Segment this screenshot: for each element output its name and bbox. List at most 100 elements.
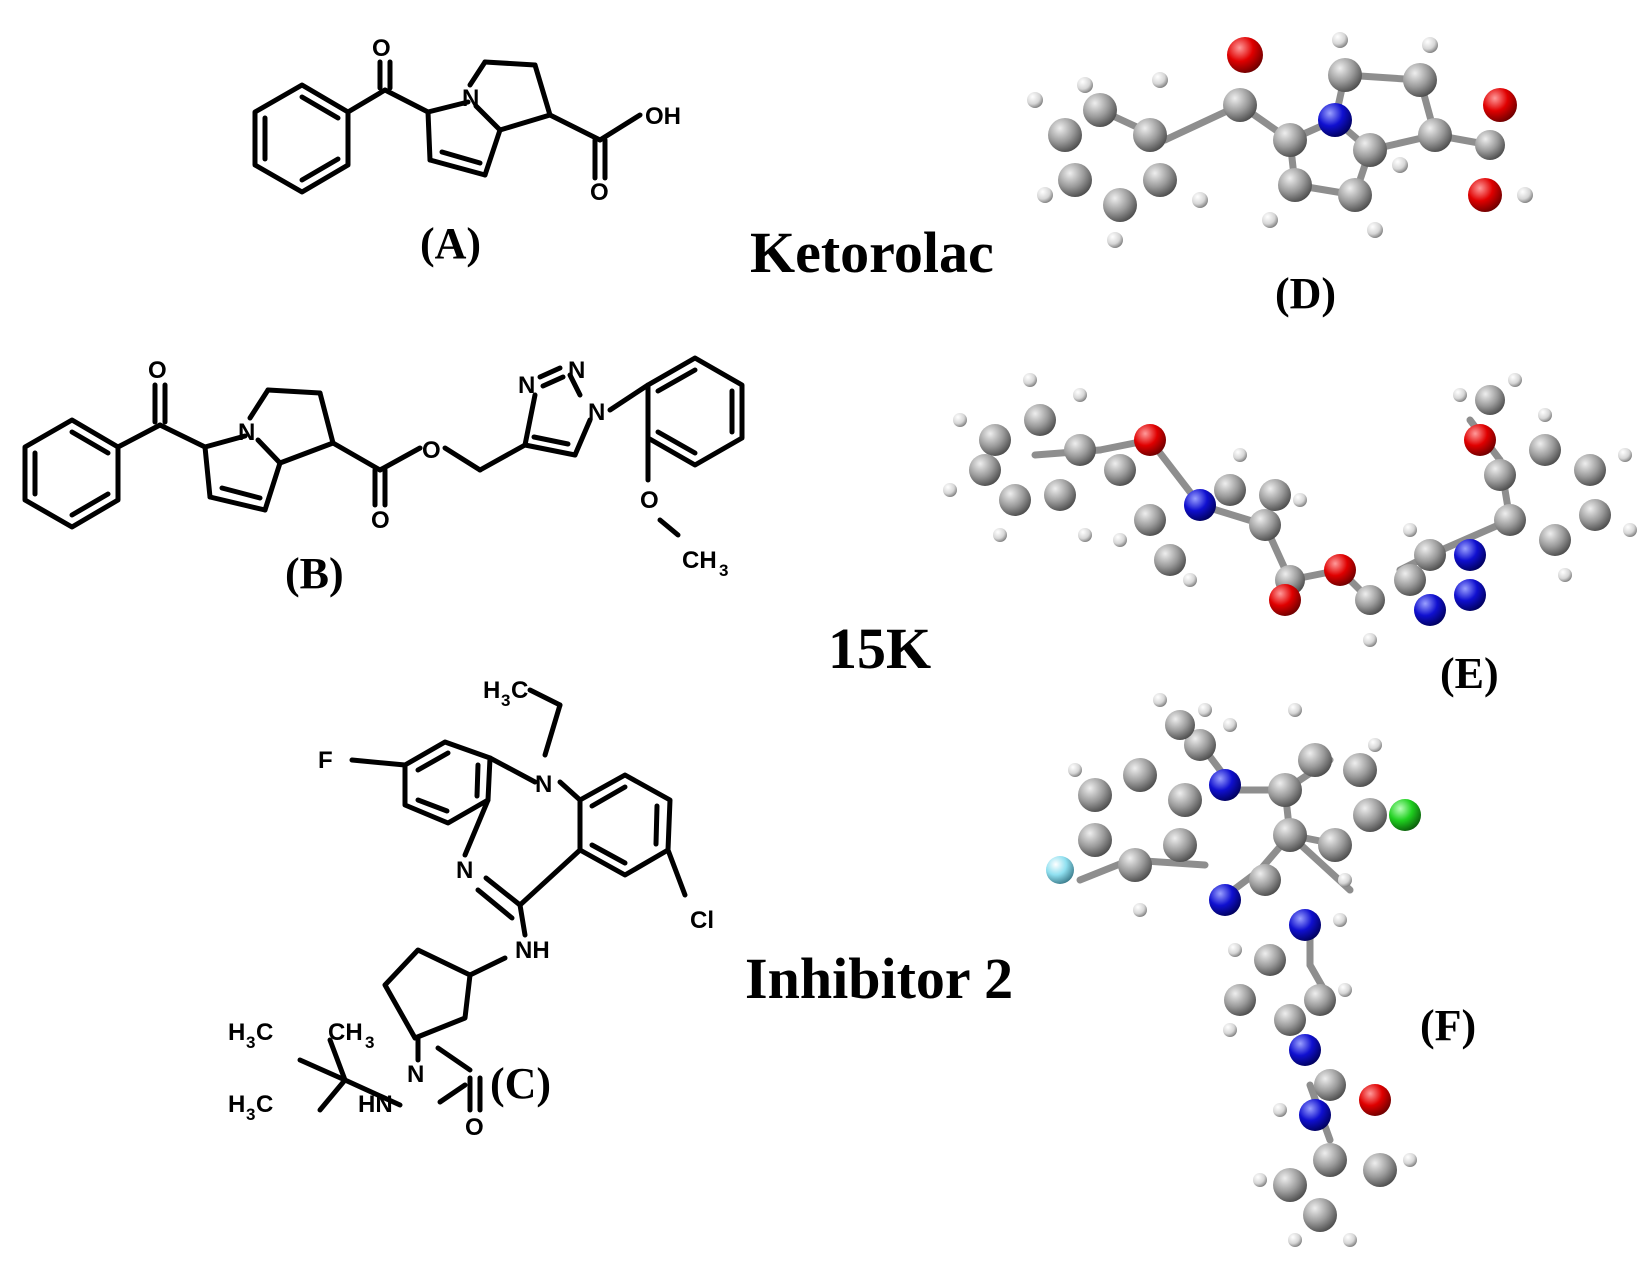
nitrogen-atom-d bbox=[1318, 103, 1352, 137]
atom-label: 3 bbox=[246, 1033, 255, 1052]
hydrogen-atoms-d bbox=[1027, 32, 1533, 248]
hydrogen-atoms-e bbox=[943, 373, 1637, 647]
atom-label: N bbox=[588, 399, 605, 426]
atom-label: HN bbox=[358, 1091, 393, 1118]
benzene-ring-e bbox=[969, 404, 1096, 516]
carbon-atom bbox=[1418, 118, 1452, 152]
methoxyphenyl-ring-e bbox=[1484, 434, 1611, 556]
carbon-atom bbox=[1214, 474, 1246, 506]
molecule-name-ketorolac: Ketorolac bbox=[750, 220, 994, 285]
carbon-atom bbox=[1355, 585, 1385, 615]
atom-label: 3 bbox=[719, 561, 728, 580]
molecule-name-15k: 15K bbox=[828, 616, 931, 681]
carbon-atom bbox=[1249, 509, 1281, 541]
carbon-atom bbox=[1314, 1069, 1346, 1101]
atom-label: Cl bbox=[690, 907, 714, 934]
carbonyl-carbon-d bbox=[1223, 88, 1257, 122]
panel-label-c: (C) bbox=[490, 1059, 551, 1108]
nitrogen-atom-e bbox=[1454, 539, 1486, 571]
panel-label-e: (E) bbox=[1440, 649, 1499, 698]
chlorophenyl-ring-f bbox=[1268, 743, 1387, 862]
structure-a-ketorolac: O N OH O bbox=[252, 35, 681, 206]
atom-label: C bbox=[256, 1019, 273, 1046]
model-e-15k-3d bbox=[943, 373, 1637, 647]
atom-label: H bbox=[228, 1091, 245, 1118]
carbon-atom bbox=[1328, 58, 1362, 92]
atom-label: O bbox=[465, 1114, 484, 1141]
atom-label: NH bbox=[515, 937, 550, 964]
carbon-atom bbox=[1394, 564, 1426, 596]
oxygen-atom-e bbox=[1269, 584, 1301, 616]
carbon-atom bbox=[1154, 544, 1186, 576]
atom-label: N bbox=[456, 857, 473, 884]
atom-label: N bbox=[462, 85, 479, 112]
structure-c-inhibitor-2: H 3 C F N N NH Cl N HN O H 3 C CH 3 H 3 … bbox=[228, 677, 714, 1141]
atom-label: C bbox=[511, 677, 528, 704]
carbon-atom bbox=[1278, 168, 1312, 202]
atom-label: CH bbox=[682, 547, 717, 574]
benzene-ring-d bbox=[1048, 93, 1177, 222]
carbon-atom bbox=[1259, 479, 1291, 511]
tert-butyl-group-f bbox=[1273, 1143, 1397, 1232]
chlorine-atom-f bbox=[1389, 799, 1421, 831]
carbon-atom bbox=[1134, 504, 1166, 536]
atom-label: O bbox=[640, 487, 659, 514]
atom-label: C bbox=[256, 1091, 273, 1118]
atom-label: 3 bbox=[501, 691, 510, 710]
model-f-inhibitor-2-3d bbox=[1046, 693, 1421, 1247]
carbon-atom bbox=[1475, 385, 1505, 415]
pyrrolidine-ring-f bbox=[1224, 944, 1336, 1036]
nitrogen-atom-f bbox=[1299, 1099, 1331, 1131]
panel-label-f: (F) bbox=[1420, 1001, 1476, 1050]
model-d-ketorolac-3d bbox=[1027, 32, 1533, 248]
atom-label: OH bbox=[645, 103, 681, 130]
fluorine-atom-f bbox=[1046, 856, 1074, 884]
oxygen-atom-e bbox=[1464, 424, 1496, 456]
atom-label: N bbox=[238, 419, 255, 446]
atom-label: O bbox=[148, 357, 167, 384]
carbon-atom bbox=[1273, 123, 1307, 157]
carbon-atom bbox=[1338, 178, 1372, 212]
atom-label: CH bbox=[328, 1019, 363, 1046]
atom-label: N bbox=[568, 357, 585, 384]
nitrogen-atom-f bbox=[1209, 769, 1241, 801]
atom-label: O bbox=[590, 179, 609, 206]
oxygen-atom-e bbox=[1134, 424, 1166, 456]
atom-label: H bbox=[228, 1019, 245, 1046]
atom-label: N bbox=[535, 771, 552, 798]
panel-label-a: (A) bbox=[420, 219, 481, 268]
nitrogen-atom-e bbox=[1414, 594, 1446, 626]
nitrogen-atom-f bbox=[1289, 909, 1321, 941]
atom-label: 3 bbox=[365, 1033, 374, 1052]
molecule-name-inhibitor-2: Inhibitor 2 bbox=[745, 946, 1013, 1011]
carbonyl-carbon-e bbox=[1104, 454, 1136, 486]
carbon-atom bbox=[1403, 63, 1437, 97]
oxygen-atom-d bbox=[1468, 178, 1502, 212]
fluorophenyl-ring-f bbox=[1078, 758, 1202, 882]
oxygen-atom-f bbox=[1359, 1084, 1391, 1116]
carbon-atom bbox=[1184, 729, 1216, 761]
oxygen-atom-d bbox=[1227, 37, 1263, 73]
hydrogen-atoms-f bbox=[1068, 693, 1417, 1247]
oxygen-atom-d bbox=[1483, 88, 1517, 122]
carbon-atom bbox=[1165, 710, 1195, 740]
carbon-atom bbox=[1414, 539, 1446, 571]
atom-label: O bbox=[372, 35, 391, 62]
atom-label: O bbox=[422, 437, 441, 464]
atom-label: H bbox=[483, 677, 500, 704]
nitrogen-atom-f bbox=[1289, 1034, 1321, 1066]
carbon-atom bbox=[1475, 130, 1505, 160]
structure-b-15k: O N O O N N N O CH 3 bbox=[22, 355, 745, 580]
oxygen-atom-e bbox=[1324, 554, 1356, 586]
carbon-atom bbox=[1353, 133, 1387, 167]
carbon-atom bbox=[1249, 864, 1281, 896]
panel-label-d: (D) bbox=[1275, 269, 1336, 318]
panel-label-b: (B) bbox=[285, 549, 344, 598]
atom-label: N bbox=[407, 1061, 424, 1088]
nitrogen-atom-e bbox=[1454, 579, 1486, 611]
atom-label: F bbox=[318, 747, 333, 774]
nitrogen-atom-f bbox=[1209, 884, 1241, 916]
atom-label: N bbox=[518, 372, 535, 399]
atom-label: O bbox=[371, 507, 390, 534]
